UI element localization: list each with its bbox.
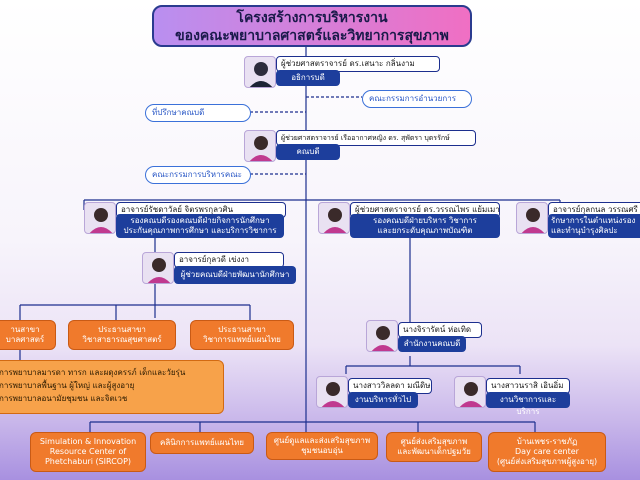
unit-line-2: Resource Center of — [49, 447, 127, 456]
unit-line-2: และพัฒนาเด็กปฐมวัย — [397, 447, 471, 456]
vice-right-position-line-1: รักษาการในตำแหน่งรอง — [551, 216, 636, 225]
unit-line-2: Day care center — [515, 447, 579, 456]
title-line-2: ของคณะพยาบาลศาสตร์และวิทยาการสุขภาพ — [175, 28, 449, 44]
vice-right-position-line-2: และทำนุบำรุงศิลปะ — [551, 226, 618, 235]
person-photo — [244, 130, 276, 162]
person-photo — [516, 202, 548, 234]
faculty-dean-name: ผู้ช่วยศาสตราจารย์ เรืออากาศหญิง ดร. สุพ… — [276, 130, 476, 146]
unit-day-care-box: บ้านเพชร-ราชภัฏ Day care center (ศูนย์ส่… — [488, 432, 606, 472]
unit-line-1: บ้านเพชร-ราชภัฏ — [516, 437, 578, 446]
chair-line-1: านสาขา — [10, 325, 40, 334]
dean-name: ผู้ช่วยศาสตราจารย์ ดร.เสนาะ กลิ่นงาม — [276, 56, 440, 72]
person-silhouette-icon — [321, 382, 345, 407]
advisor-label: ที่ปรึกษาคณบดี — [145, 104, 251, 122]
person-silhouette-icon — [249, 62, 273, 87]
unit-line-3: Phetchaburi (SIRCOP) — [44, 457, 132, 466]
chair-nursing-box: านสาขา บาลศาสตร์ — [0, 320, 56, 350]
unit-community-health-box: ศูนย์ดูแลและส่งเสริมสุขภาพ ชุมชนอบอุ่น — [266, 432, 378, 460]
unit-sircop-box: Simulation & Innovation Resource Center … — [30, 432, 146, 472]
person-photo — [366, 320, 398, 352]
unit-line-1: Simulation & Innovation — [39, 437, 137, 446]
assistant-dean-position: ผู้ช่วยคณบดีฝ่ายพัฒนานักศึกษา — [174, 266, 296, 284]
unit-line-1: คลินิกการแพทย์แผนไทย — [160, 438, 244, 447]
staff-right-position: งานวิชาการและบริการ — [486, 392, 570, 416]
vice-left-position-line-1: รองคณบดีรองคณบดีฝ่ายกิจการนักศึกษา — [130, 216, 270, 225]
title-line-1: โครงสร้างการบริหารงาน — [236, 10, 388, 26]
office-head-position: สำนักงานคณบดี — [398, 336, 466, 352]
unit-line-1: ศูนย์ส่งเสริมสุขภาพ — [400, 437, 468, 446]
person-photo — [318, 202, 350, 234]
person-silhouette-icon — [521, 208, 545, 233]
nursing-units-box: การพยาบาลมารดา ทารก และผดุงครรภ์ เด็กและ… — [0, 360, 224, 414]
person-photo — [244, 56, 276, 88]
person-photo — [84, 202, 116, 234]
vice-center-position: รองคณบดีฝ่ายบริหาร วิชาการ และยกระดับคุณ… — [350, 214, 500, 238]
nursing-unit-item: การพยาบาลพื้นฐาน ผู้ใหญ่ และผู้สูงอายุ — [0, 381, 135, 390]
person-silhouette-icon — [89, 208, 113, 233]
person-silhouette-icon — [371, 326, 395, 351]
unit-line-1: ศูนย์ดูแลและส่งเสริมสุขภาพ — [273, 436, 371, 445]
nursing-unit-item: การพยาบาลมารดา ทารก และผดุงครรภ์ เด็กและ… — [0, 368, 186, 377]
faculty-dean-position: คณบดี — [276, 144, 340, 160]
person-silhouette-icon — [459, 382, 483, 407]
vice-left-position: รองคณบดีรองคณบดีฝ่ายกิจการนักศึกษา ประกั… — [116, 214, 284, 238]
chair-line-2: บาลศาสตร์ — [5, 335, 45, 344]
unit-line-3: (ศูนย์ส่งเสริมสุขภาพผู้สูงอายุ) — [496, 457, 598, 466]
dean-position: อธิการบดี — [276, 70, 340, 86]
vice-center-position-line-2: และยกระดับคุณภาพบัณฑิต — [377, 226, 473, 235]
chair-thai-medicine-box: ประธานสาขา วิชาการแพทย์แผนไทย — [190, 320, 294, 350]
chair-line-2: วิชาสาธารณสุขศาสตร์ — [82, 335, 162, 344]
chair-public-health-box: ประธานสาขา วิชาสาธารณสุขศาสตร์ — [68, 320, 176, 350]
vice-right-position: รักษาการในตำแหน่งรอง และทำนุบำรุงศิลปะ — [548, 214, 640, 238]
chair-line-2: วิชาการแพทย์แผนไทย — [203, 335, 281, 344]
person-photo — [142, 252, 174, 284]
chair-line-1: ประธานสาขา — [218, 325, 266, 334]
person-silhouette-icon — [147, 258, 171, 283]
unit-child-development-box: ศูนย์ส่งเสริมสุขภาพ และพัฒนาเด็กปฐมวัย — [386, 432, 482, 462]
nursing-unit-item: การพยาบาลอนามัยชุมชน และจิตเวช — [0, 394, 128, 403]
unit-line-2: ชุมชนอบอุ่น — [301, 446, 343, 455]
person-photo — [454, 376, 486, 408]
chair-line-1: ประธานสาขา — [98, 325, 146, 334]
person-silhouette-icon — [249, 136, 273, 161]
unit-thai-clinic-box: คลินิกการแพทย์แผนไทย — [150, 432, 254, 454]
committee-admin-label: คณะกรรมการอำนวยการ — [362, 90, 472, 108]
committee-exec-label: คณะกรรมการบริหารคณะ — [145, 166, 251, 184]
person-silhouette-icon — [323, 208, 347, 233]
chart-title: โครงสร้างการบริหารงาน ของคณะพยาบาลศาสตร์… — [152, 5, 472, 47]
vice-center-position-line-1: รองคณบดีฝ่ายบริหาร วิชาการ — [373, 216, 477, 225]
staff-left-position: งานบริหารทั่วไป — [348, 392, 418, 408]
person-photo — [316, 376, 348, 408]
vice-left-position-line-2: ประกันคุณภาพการศึกษา และบริการวิชาการ — [123, 226, 277, 235]
